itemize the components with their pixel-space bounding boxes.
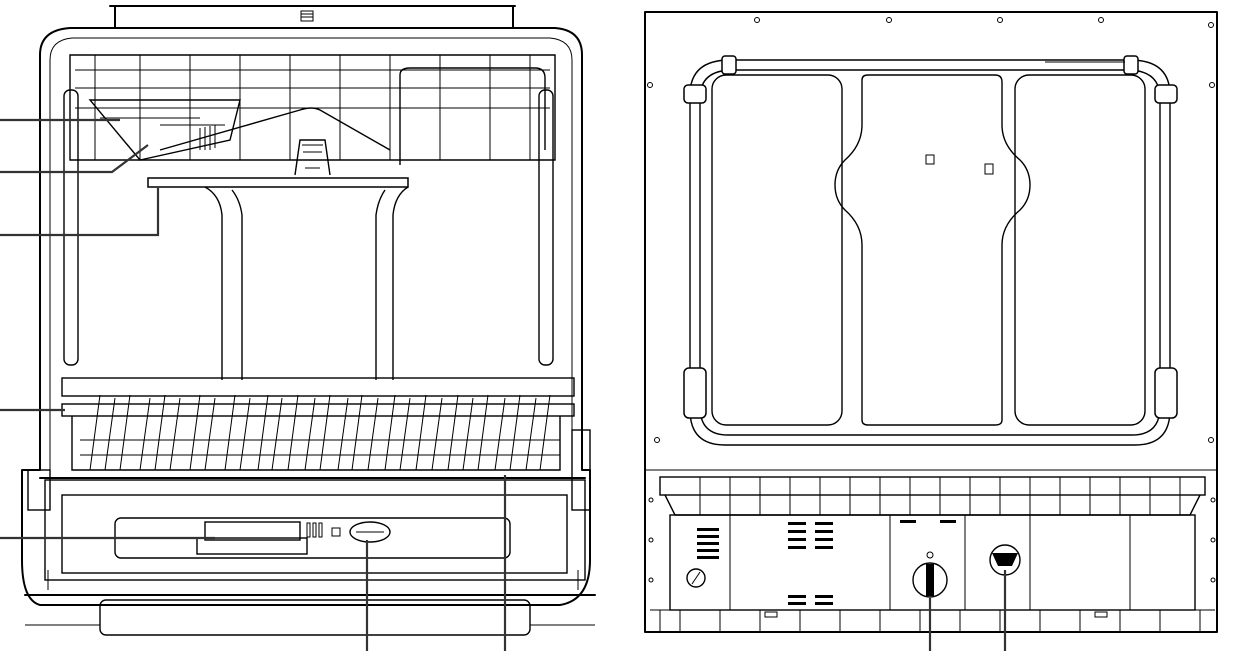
lower-ribs [699,477,1181,515]
duct-frame [689,59,1171,446]
side-latch-left [27,469,51,511]
callout-leaders-back [928,570,1007,651]
top-panel [109,5,516,29]
lower-basket-rim [61,377,575,397]
upper-basket [69,54,556,161]
back-view [644,11,1218,633]
callout-leaders-front [0,118,507,651]
back-panel-frame [644,11,1218,633]
duct-corners [683,55,1178,419]
mount-slot-1 [925,154,935,165]
plinth [99,599,531,636]
back-panel-right [1014,74,1146,426]
lower-basket-rail [61,403,575,417]
supply-tube-left [204,186,243,380]
detergent-dispenser [204,521,301,541]
mount-slot-2 [984,163,994,175]
water-inlet [912,562,948,598]
rinse-aid-cap [349,521,391,543]
basket-tines [80,394,560,471]
top-latch [300,10,314,22]
leader-2 [0,144,149,174]
leader-3 [0,188,160,237]
door-panel [61,494,568,574]
rack-rail-right [538,89,554,366]
screw-holes [647,17,1216,583]
tub-outline [49,37,573,470]
upper-spray-arm [147,177,409,188]
base-housing-dividers [729,515,1131,610]
back-panel-left [711,74,843,426]
dispenser-slots [306,522,323,538]
cable-grommet [686,568,706,588]
side-latch-right [571,429,591,511]
rack-rail-left [63,89,79,366]
inlet-marker [926,551,934,559]
spray-arm-hub [294,139,331,176]
front-view [21,5,596,636]
cup-shelf [88,99,241,161]
lower-rail [659,476,1206,496]
base-feet [650,609,1215,632]
indicator-window [331,527,341,537]
vent-slots [697,520,956,605]
cabinet-outline [21,27,591,606]
door-inner [44,479,586,581]
supply-tube-right [375,186,409,380]
back-panel-center [834,74,1031,426]
